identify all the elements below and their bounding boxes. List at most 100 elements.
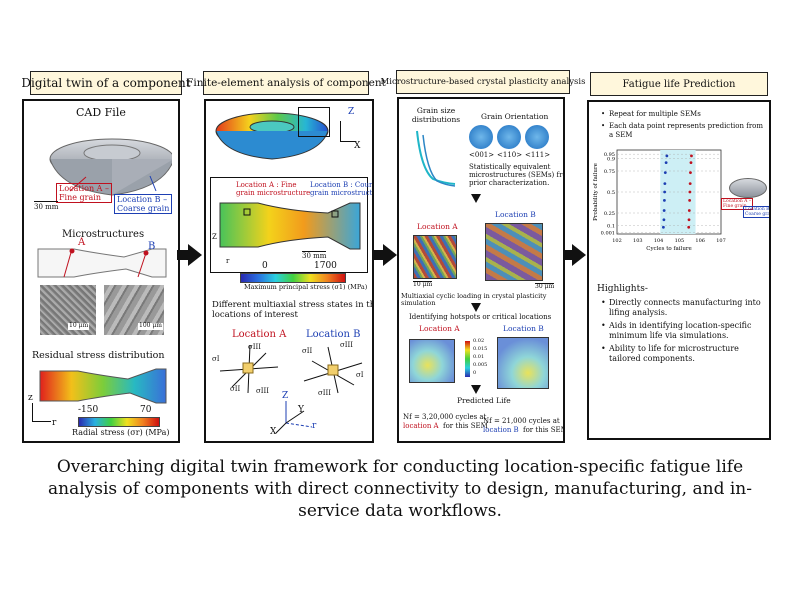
- life-b-suffix: for this SEM: [523, 426, 565, 434]
- resid-cbar-max: 70: [140, 405, 152, 415]
- chart-point-series-1: [688, 190, 692, 194]
- hotspot-cbar-tick-2: 0.01: [473, 354, 485, 360]
- flow-arrow-2-stem: [372, 250, 386, 260]
- multiaxial-loading-text: Multiaxial cyclic loading in crystal pla…: [401, 292, 547, 308]
- global-axis-x: X: [270, 427, 277, 437]
- inset-location-a: Location A – Fine grain: [721, 198, 754, 211]
- chart-x-tick-label: 105: [675, 238, 685, 244]
- stress-loc-b: Location B: [306, 329, 361, 340]
- stress-a-sigma-iii-bottom: σIII: [256, 387, 270, 395]
- resid-cbar-min: -150: [78, 405, 99, 415]
- chart-point-series-1: [689, 161, 693, 164]
- fe-scale-bar: 30 mm: [302, 251, 327, 260]
- chart-y-tick-label: 0.95: [604, 152, 615, 158]
- highlight-2: Aids in identifying location-specific mi…: [601, 321, 769, 341]
- fe-cross-section: [219, 202, 361, 250]
- chart-point-series-0: [664, 161, 668, 164]
- stress-a-sigma-ii: σII: [230, 385, 241, 393]
- life-a-location: location A: [403, 422, 439, 430]
- chart-y-axis-label: Probability of failure: [593, 163, 599, 221]
- chart-y-tick-label: 0.75: [604, 169, 615, 175]
- pole-label-001: <001>: [469, 151, 495, 159]
- flow-arrow-3-stem: [561, 250, 575, 260]
- inset-disc: [729, 178, 767, 198]
- residual-stress-map: [39, 368, 167, 404]
- sem-cube-a: [413, 235, 457, 279]
- fe-colorbar: [240, 273, 346, 283]
- panel4-box: Repeat for multiple SEMs Each data point…: [587, 100, 771, 440]
- grain-size-plot: [416, 130, 456, 187]
- microstructures-title: Microstructures: [62, 229, 145, 240]
- global-axis-z: Z: [282, 391, 289, 401]
- resid-axis-z: z: [28, 393, 33, 403]
- fe-location-a-label: Location A : Fine grain microstructure: [236, 181, 311, 198]
- fe-zoom-frame: [210, 177, 368, 273]
- cad-scale-bar: 30 mm: [34, 201, 59, 211]
- panel3-header: Microstructure-based crystal plasticity …: [381, 70, 585, 94]
- fe-cbar-max: 1700: [314, 261, 337, 271]
- panel2-header: Finite-element analysis of component: [186, 71, 386, 95]
- life-a-suffix: for this SEM: [443, 422, 488, 430]
- fe-location-b-label: Location B : Course grain microstructure: [310, 181, 373, 198]
- stress-b-sigma-iii-top: σIII: [340, 341, 354, 349]
- chart-point-series-0: [662, 218, 666, 222]
- chart-y-tick-label: 0.1: [607, 224, 615, 230]
- fe-axis-x-top: X: [354, 141, 361, 151]
- bullet-1: Repeat for multiple SEMs: [601, 110, 769, 119]
- chart-point-series-0: [663, 182, 667, 185]
- chart-point-series-0: [661, 225, 665, 229]
- flow-arrow-1: [188, 244, 202, 266]
- micrograph-b-scale: 100 μm: [138, 322, 163, 330]
- sem-text: Statistically equivalent microstructures…: [469, 163, 563, 188]
- figure-caption: Overarching digital twin framework for c…: [47, 457, 752, 521]
- marker-a: A: [78, 237, 86, 248]
- sem-scale-b: 30 μm: [535, 283, 555, 290]
- chart-x-tick-label: 102: [612, 238, 622, 244]
- multiaxial-title: Different multiaxial stress states in th…: [212, 300, 372, 320]
- highlight-3: Ability to life for microstructure tailo…: [601, 344, 769, 364]
- hotspot-colorbar: [465, 341, 470, 377]
- residual-stress-title: Residual stress distribution: [32, 350, 165, 361]
- stress-element-b: [303, 346, 363, 394]
- chart-x-tick-label: 103: [633, 238, 643, 244]
- flow-arrow-1-stem: [177, 250, 191, 260]
- pole-label-111: <111>: [525, 151, 551, 159]
- fe-top-axes: [340, 121, 355, 142]
- panel3-box: Grain size distributions Grain Orientati…: [397, 97, 565, 443]
- stress-a-sigma-iii-top: σIII: [248, 343, 262, 351]
- life-b-line1: Nf = 21,000 cycles at: [483, 417, 560, 425]
- grain-size-title: Grain size distributions: [411, 106, 461, 124]
- down-arrow-2: [471, 303, 481, 312]
- down-arrow-1: [471, 194, 481, 203]
- flow-arrow-2: [383, 244, 397, 266]
- chart-x-tick-label: 104: [654, 238, 664, 244]
- sem-cube-b: [485, 223, 543, 281]
- chart-point-series-1: [687, 218, 691, 222]
- pole-figure-110: [497, 125, 521, 149]
- grain-orient-title: Grain Orientation: [481, 112, 549, 121]
- chart-y-tick-label: 0.25: [604, 211, 615, 217]
- cad-title: CAD File: [76, 106, 126, 119]
- predicted-life-title: Predicted Life: [457, 396, 511, 405]
- sem-scale-a: 10 μm: [413, 281, 433, 288]
- chart-point-series-0: [663, 171, 667, 175]
- hotspot-cube-b: [497, 337, 549, 389]
- chart-y-tick-label: 0.001: [601, 230, 615, 236]
- chart-y-tick-label: 0.9: [607, 156, 615, 162]
- marker-b: B: [148, 241, 156, 252]
- panel1-box: CAD File Location A – Fine grain Locatio…: [22, 99, 180, 443]
- resid-axis-lines: [32, 403, 51, 422]
- chart-point-series-1: [689, 171, 692, 175]
- down-arrow-3: [471, 385, 481, 394]
- resid-colorbar: [78, 417, 160, 427]
- stress-b-sigma-ii-top: σII: [302, 347, 313, 355]
- stress-loc-a: Location A: [232, 329, 287, 340]
- life-a-line1: Nf = 3,20,000 cycles at: [403, 413, 487, 421]
- inset-location-b: Location B – Coarse grain: [743, 206, 769, 219]
- stress-b-sigma-iii-bottom: σIII: [318, 389, 332, 397]
- sem-location-b: Location B: [495, 210, 536, 219]
- chart-point-series-0: [662, 199, 666, 202]
- chart-x-tick-label: 106: [695, 238, 705, 244]
- cad-location-a-label: Location A – Fine grain: [56, 183, 112, 204]
- cad-location-b-label: Location B – Coarse grain: [114, 194, 173, 215]
